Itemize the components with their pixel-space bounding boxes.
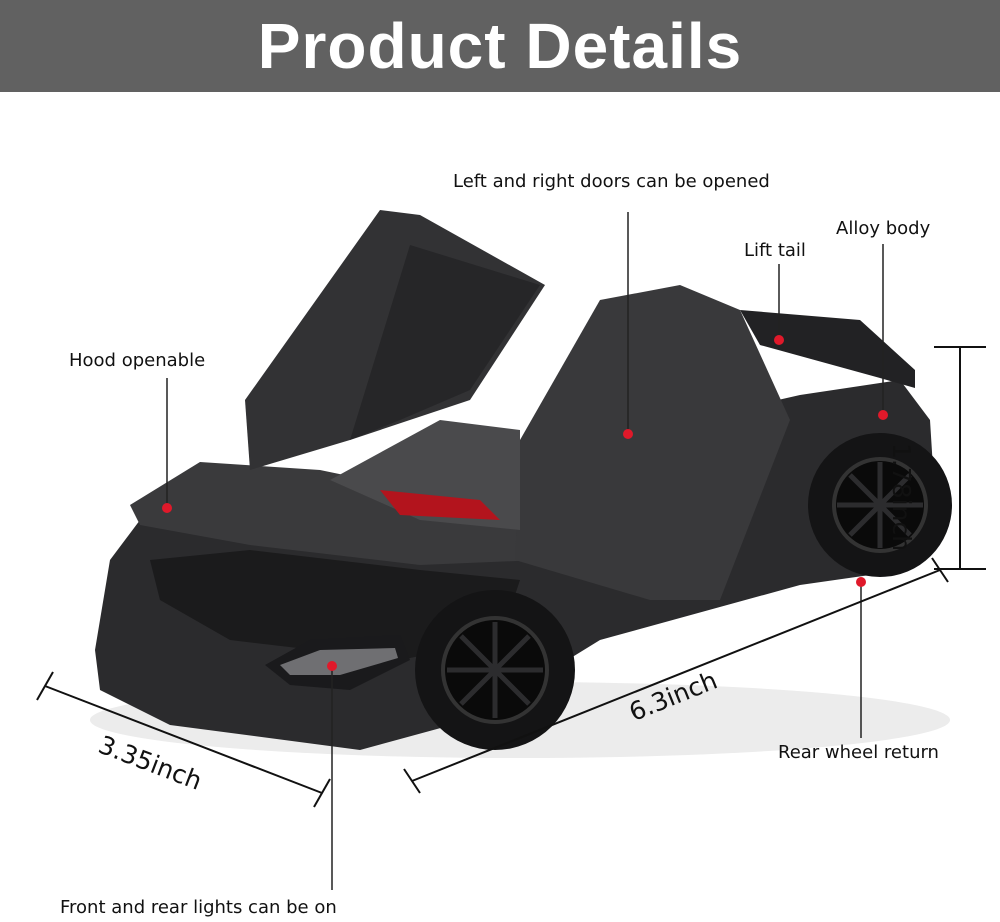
header-bar bbox=[0, 0, 1000, 92]
marker-doors bbox=[623, 429, 633, 439]
headlight-lens bbox=[280, 648, 398, 675]
rear-wheel-spokes bbox=[837, 462, 923, 548]
callout-hood: Hood openable bbox=[69, 350, 206, 371]
seat-accent bbox=[380, 490, 500, 520]
dimension-lines bbox=[36, 346, 986, 808]
hood-panel bbox=[130, 462, 560, 565]
callout-doors: Left and right doors can be opened bbox=[453, 171, 770, 192]
marker-hood bbox=[162, 503, 172, 513]
page-title: Product Details bbox=[257, 10, 743, 82]
front-wheel-spokes bbox=[447, 622, 543, 718]
callout-lights: Front and rear lights can be on bbox=[60, 897, 337, 918]
lift-tail-spoiler bbox=[740, 310, 915, 388]
right-door bbox=[515, 285, 790, 600]
callout-markers bbox=[162, 335, 888, 671]
callout-rear-wheel: Rear wheel return bbox=[778, 742, 939, 763]
marker-lights bbox=[327, 661, 337, 671]
marker-rear-wheel bbox=[856, 577, 866, 587]
leader-lines bbox=[166, 212, 884, 890]
callout-alloy-body: Alloy body bbox=[836, 218, 931, 239]
marker-alloy-body bbox=[878, 410, 888, 420]
dimension-height: 1.78inch bbox=[887, 443, 916, 552]
left-door-inner bbox=[350, 245, 540, 440]
callout-lift-tail: Lift tail bbox=[744, 240, 806, 261]
marker-lift-tail bbox=[774, 335, 784, 345]
